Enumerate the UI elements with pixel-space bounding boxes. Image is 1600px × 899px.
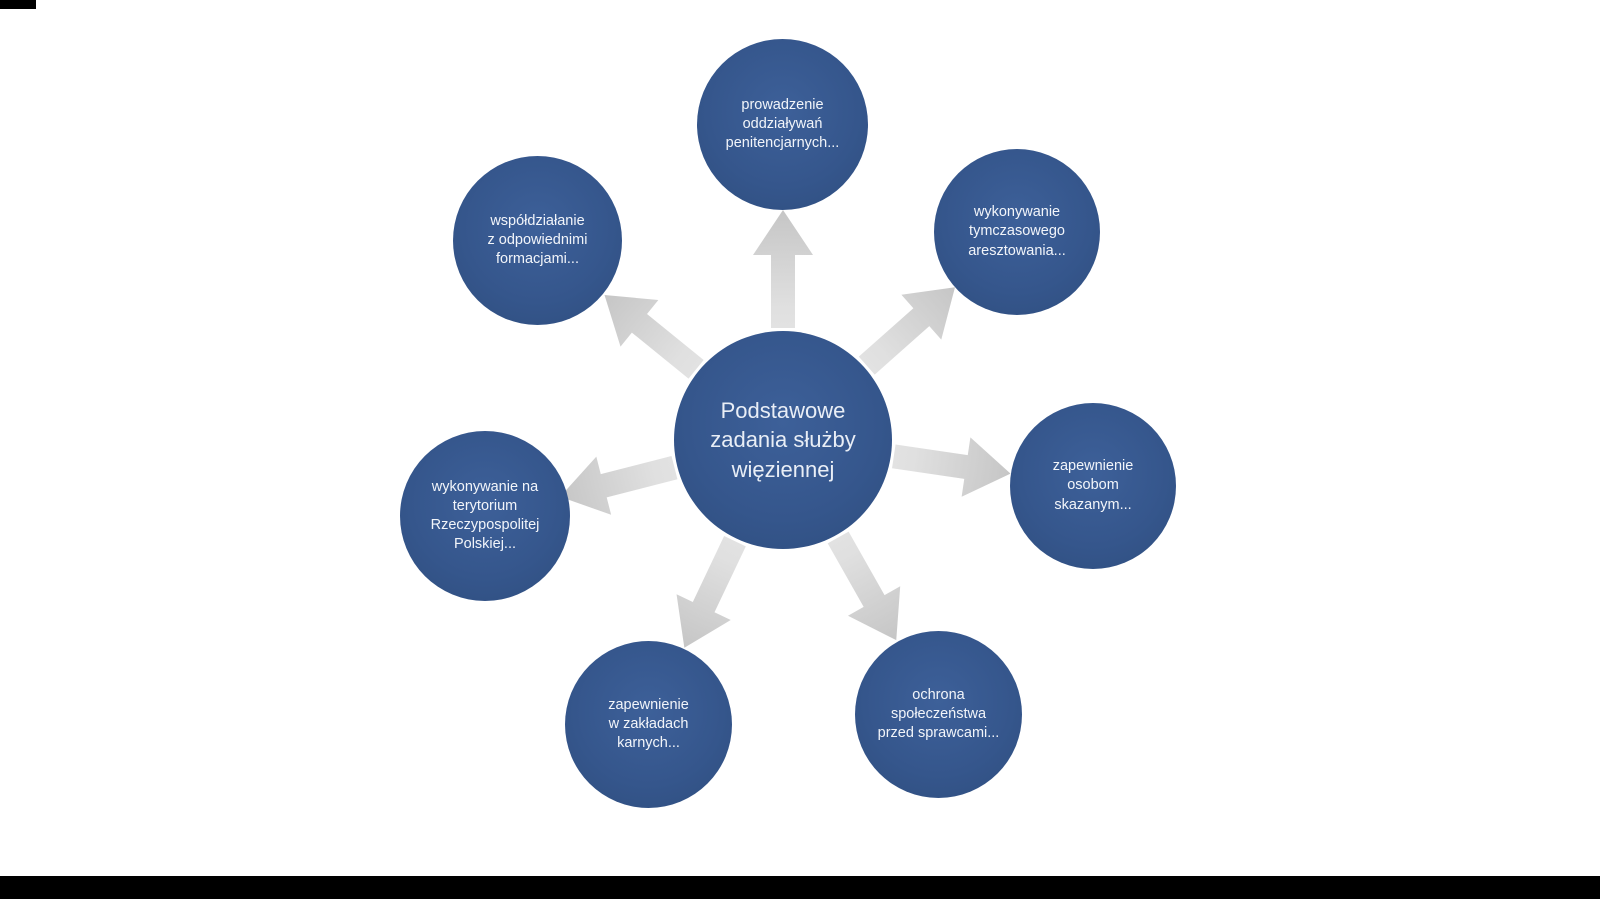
node-label: wykonywanie na terytorium Rzeczypospolit… bbox=[430, 478, 540, 553]
diagram-node-left[interactable]: wykonywanie na terytorium Rzeczypospolit… bbox=[400, 431, 570, 601]
node-label: prowadzenie oddziaływań penitencjarnych.… bbox=[725, 96, 840, 152]
diagram-node-top-right[interactable]: wykonywanie tymczasowego aresztowania... bbox=[934, 149, 1100, 315]
arrow-to-bottom-left bbox=[657, 528, 763, 661]
arrow-to-left bbox=[552, 438, 682, 526]
node-label: współdziałanie z odpowiednimi formacjami… bbox=[487, 212, 588, 268]
diagram-node-top-left[interactable]: współdziałanie z odpowiednimi formacjami… bbox=[453, 156, 622, 325]
arrow-to-right bbox=[889, 426, 1015, 504]
letterbox-bottom bbox=[0, 876, 1600, 899]
diagram-center-node[interactable]: Podstawowe zadania służby więziennej bbox=[674, 331, 892, 549]
arrow-to-top bbox=[753, 210, 813, 328]
letterbox-top-left bbox=[0, 0, 36, 9]
node-label: ochrona społeczeństwa przed sprawcami... bbox=[877, 686, 1000, 742]
arrow-to-bottom-right bbox=[812, 522, 923, 655]
diagram-node-bottom-left[interactable]: zapewnienie w zakładach karnych... bbox=[565, 641, 732, 808]
diagram-node-bottom-right[interactable]: ochrona społeczeństwa przed sprawcami... bbox=[855, 631, 1022, 798]
diagram-node-right[interactable]: zapewnienie osobom skazanym... bbox=[1010, 403, 1176, 569]
node-label: zapewnienie osobom skazanym... bbox=[1052, 458, 1134, 513]
diagram-node-top[interactable]: prowadzenie oddziaływań penitencjarnych.… bbox=[697, 39, 868, 210]
center-node-label: Podstawowe zadania służby więziennej bbox=[710, 398, 856, 482]
node-label: zapewnienie w zakładach karnych... bbox=[608, 696, 689, 752]
node-label: wykonywanie tymczasowego aresztowania... bbox=[968, 204, 1066, 259]
